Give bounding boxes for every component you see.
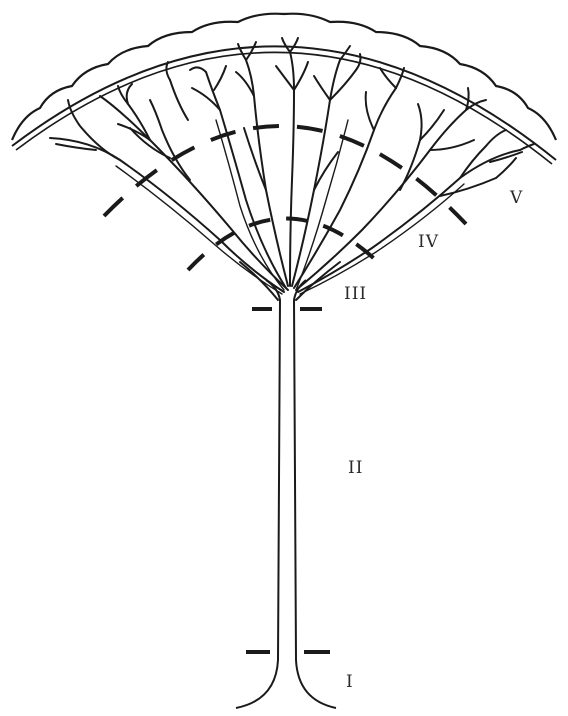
branch-network xyxy=(50,38,534,300)
inner-boundary-arc xyxy=(12,46,556,160)
trunk xyxy=(236,280,336,708)
zone-label-i: I xyxy=(346,674,354,691)
zone-label-iii: III xyxy=(344,286,367,303)
zone-boundary-iii-iv xyxy=(188,218,384,270)
zone-label-ii: II xyxy=(348,460,363,477)
zone-label-iv: IV xyxy=(418,234,439,251)
zone-label-v: V xyxy=(510,190,523,207)
